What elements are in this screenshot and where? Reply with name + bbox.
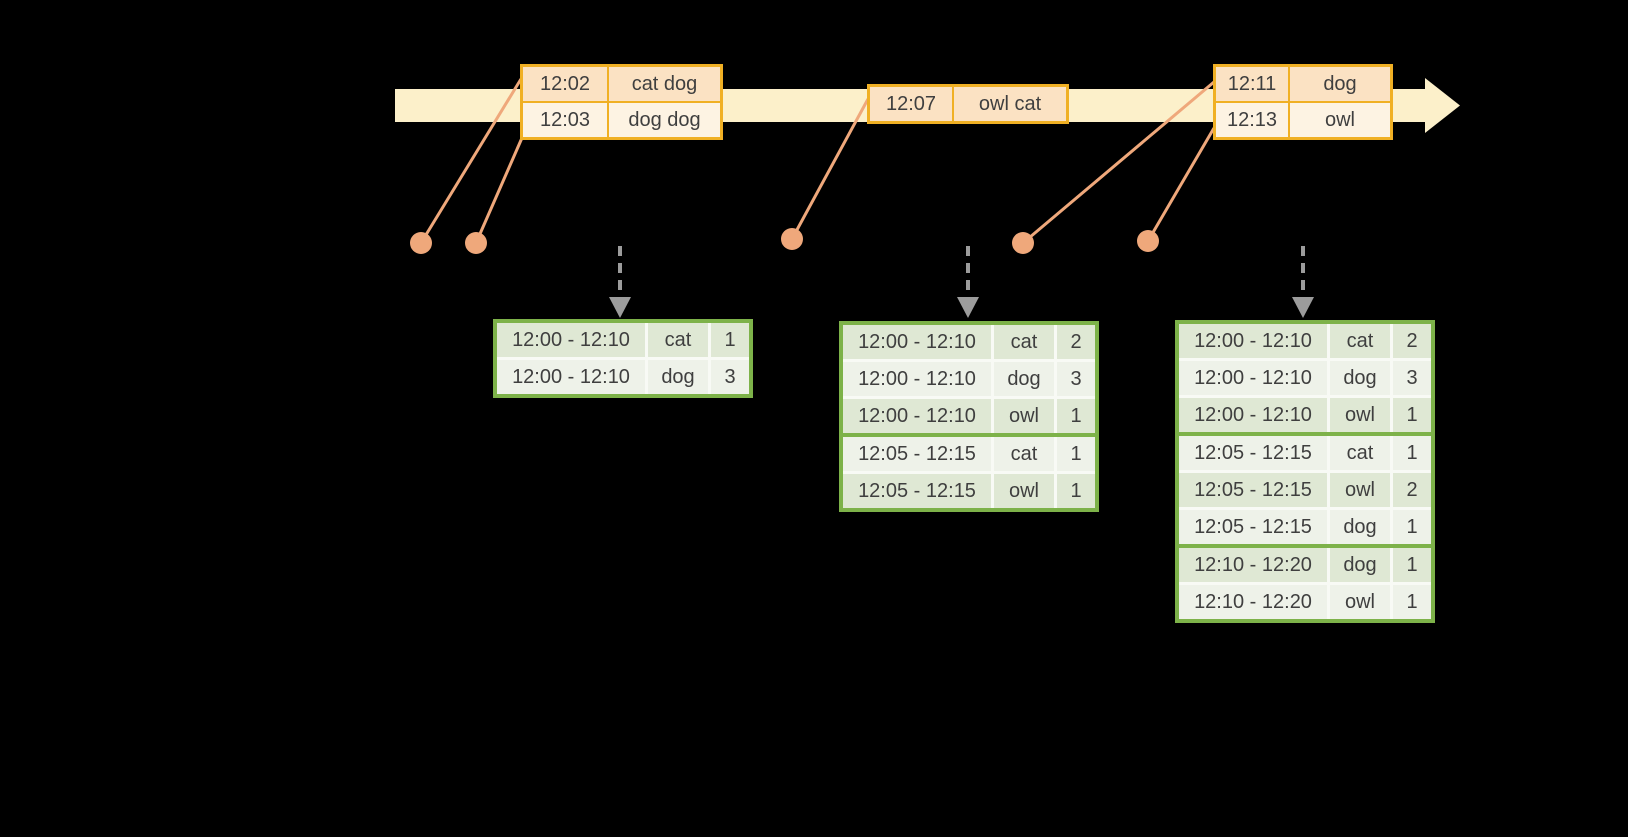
result-count: 1 bbox=[1390, 398, 1431, 432]
event-connector bbox=[1022, 80, 1215, 245]
result-window: 12:10 - 12:20 bbox=[1179, 585, 1327, 619]
result-word: dog bbox=[1327, 510, 1390, 544]
result-word: cat bbox=[645, 323, 708, 357]
event-time: 12:11 bbox=[1216, 67, 1288, 101]
result-window: 12:00 - 12:10 bbox=[843, 399, 991, 433]
result-word: dog bbox=[645, 360, 708, 394]
event-time: 12:02 bbox=[523, 67, 607, 101]
arrow-down-icon bbox=[609, 297, 631, 318]
result-count: 1 bbox=[1390, 510, 1431, 544]
event-dot bbox=[781, 228, 803, 250]
result-window: 12:00 - 12:10 bbox=[1179, 398, 1327, 432]
result-word: owl bbox=[1327, 585, 1390, 619]
result-window: 12:00 - 12:10 bbox=[497, 323, 645, 357]
result-window: 12:05 - 12:15 bbox=[1179, 510, 1327, 544]
result-count: 2 bbox=[1390, 324, 1431, 358]
event-words: owl bbox=[1290, 103, 1390, 137]
arrow-down-icon bbox=[1292, 297, 1314, 318]
trigger-arrows bbox=[609, 246, 1314, 318]
result-word: dog bbox=[1327, 548, 1390, 582]
event-connector bbox=[1146, 127, 1216, 242]
result-word: dog bbox=[1327, 361, 1390, 395]
result-word: owl bbox=[1327, 398, 1390, 432]
event-time: 12:03 bbox=[523, 103, 607, 137]
arrow-right-icon bbox=[1425, 78, 1460, 133]
result-word: owl bbox=[991, 474, 1054, 508]
result-count: 1 bbox=[1390, 436, 1431, 470]
result-count: 3 bbox=[1054, 362, 1095, 396]
result-window: 12:00 - 12:10 bbox=[843, 362, 991, 396]
result-word: cat bbox=[991, 325, 1054, 359]
result-window: 12:10 - 12:20 bbox=[1179, 548, 1327, 582]
result-count: 3 bbox=[1390, 361, 1431, 395]
result-word: owl bbox=[991, 399, 1054, 433]
result-count: 1 bbox=[1390, 585, 1431, 619]
result-word: dog bbox=[991, 362, 1054, 396]
arrow-down-icon bbox=[957, 297, 979, 318]
result-word: cat bbox=[1327, 436, 1390, 470]
result-window: 12:05 - 12:15 bbox=[843, 437, 991, 471]
event-connector bbox=[474, 130, 527, 244]
event-dot bbox=[1137, 230, 1159, 252]
event-dot bbox=[465, 232, 487, 254]
result-count: 2 bbox=[1390, 473, 1431, 507]
result-count: 1 bbox=[1390, 548, 1431, 582]
result-window: 12:00 - 12:10 bbox=[497, 360, 645, 394]
event-dots bbox=[410, 228, 1159, 254]
result-window: 12:00 - 12:10 bbox=[1179, 324, 1327, 358]
result-count: 3 bbox=[708, 360, 749, 394]
event-words: owl cat bbox=[954, 87, 1066, 121]
result-word: cat bbox=[991, 437, 1054, 471]
result-word: cat bbox=[1327, 324, 1390, 358]
result-count: 1 bbox=[1054, 399, 1095, 433]
event-connector bbox=[419, 78, 523, 244]
result-window: 12:05 - 12:15 bbox=[843, 474, 991, 508]
result-count: 1 bbox=[1054, 474, 1095, 508]
event-dot bbox=[1012, 232, 1034, 254]
event-connector bbox=[790, 98, 870, 240]
result-word: owl bbox=[1327, 473, 1390, 507]
result-count: 1 bbox=[1054, 437, 1095, 471]
result-window: 12:00 - 12:10 bbox=[1179, 361, 1327, 395]
event-words: dog dog bbox=[609, 103, 720, 137]
event-words: cat dog bbox=[609, 67, 720, 101]
event-connectors bbox=[419, 78, 1216, 245]
result-window: 12:05 - 12:15 bbox=[1179, 473, 1327, 507]
result-window: 12:05 - 12:15 bbox=[1179, 436, 1327, 470]
event-dot bbox=[410, 232, 432, 254]
event-words: dog bbox=[1290, 67, 1390, 101]
result-count: 1 bbox=[708, 323, 749, 357]
event-time: 12:13 bbox=[1216, 103, 1288, 137]
event-time: 12:07 bbox=[870, 87, 952, 121]
result-count: 2 bbox=[1054, 325, 1095, 359]
result-window: 12:00 - 12:10 bbox=[843, 325, 991, 359]
